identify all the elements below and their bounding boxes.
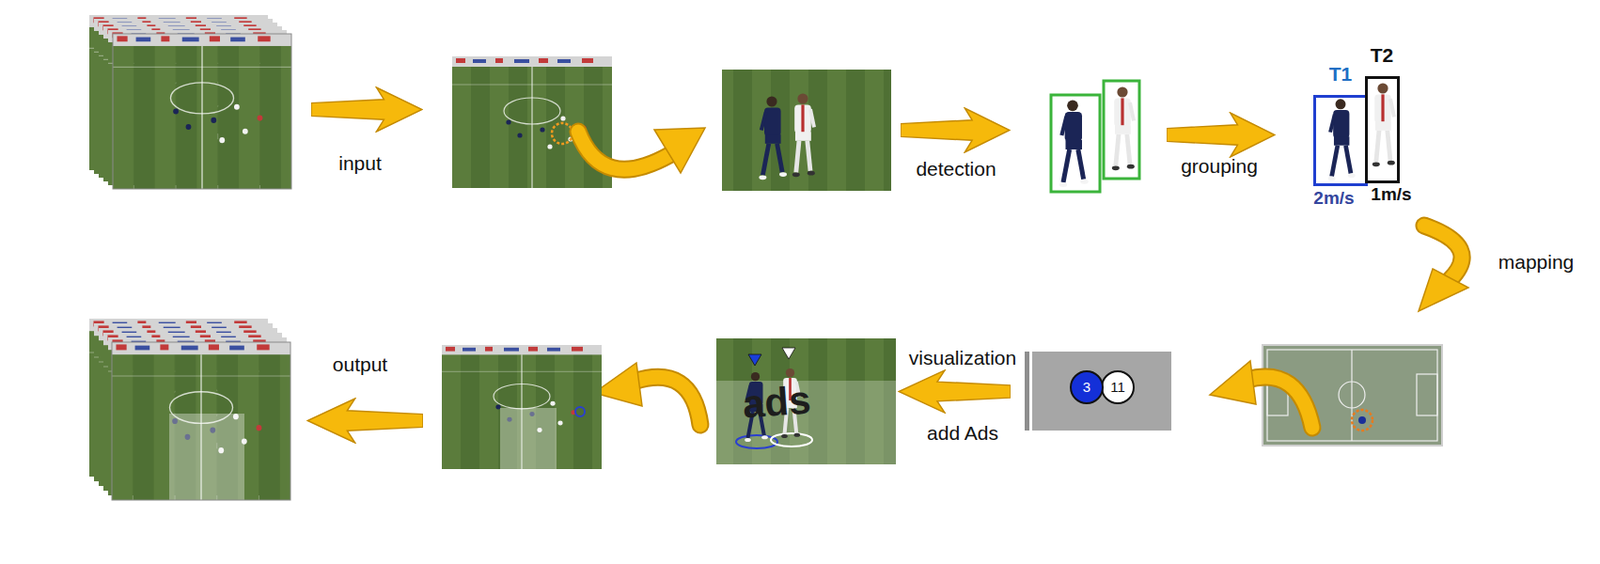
- step-label: add Ads: [926, 422, 999, 444]
- curved-arrow: [1418, 225, 1469, 312]
- output-frame-stack: [89, 318, 291, 501]
- flow-arrow: [307, 398, 424, 443]
- flow-arrow: [898, 370, 1011, 413]
- flow-arrow: [311, 87, 423, 132]
- video-frame: [452, 56, 612, 189]
- speed-label: 2m/s: [1313, 188, 1354, 209]
- grouping-panel: [1024, 351, 1172, 431]
- step-label: input: [338, 152, 382, 174]
- player-circle: 3: [1069, 370, 1104, 405]
- player-crop: [721, 69, 892, 191]
- input-frame-stack: [89, 15, 292, 189]
- detected-players: [1050, 80, 1140, 192]
- curved-arrow: [578, 127, 706, 173]
- player-box: T12m/s: [1313, 94, 1368, 187]
- step-label: output: [332, 353, 388, 376]
- visualized-players: [716, 338, 896, 465]
- node-label: 3: [1082, 379, 1091, 396]
- node-label: T1: [1329, 62, 1353, 85]
- curved-arrow: [594, 362, 701, 425]
- step-label: detection: [915, 157, 996, 180]
- node-label: 11: [1110, 379, 1126, 396]
- player-box: T21m/s: [1364, 76, 1400, 184]
- step-label: grouping: [1180, 155, 1258, 177]
- speed-label: 1m/s: [1370, 185, 1412, 205]
- player-circle: 11: [1100, 370, 1135, 405]
- augmented-frame: [441, 345, 602, 470]
- ad-text: ads: [740, 377, 812, 426]
- curved-arrow: [1209, 360, 1313, 428]
- step-label: visualization: [909, 346, 1017, 369]
- step-label: mapping: [1498, 250, 1575, 273]
- flow-arrow: [1166, 112, 1275, 157]
- flow-arrow: [900, 108, 1010, 153]
- node-label: T2: [1370, 44, 1395, 66]
